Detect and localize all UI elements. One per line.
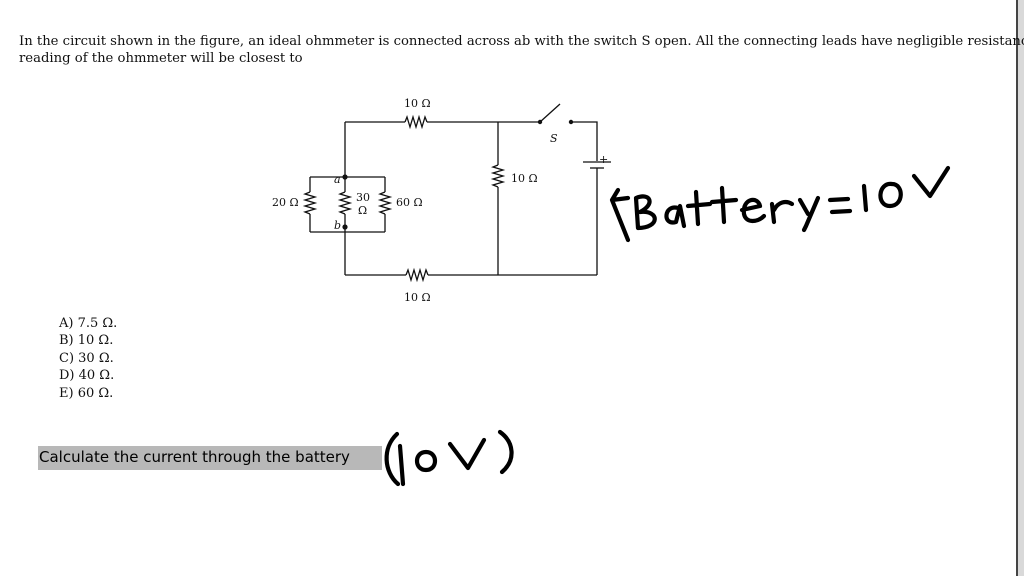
wire-switch-battery bbox=[572, 121, 598, 161]
switch-contact-right bbox=[568, 119, 574, 125]
switch-contact-left bbox=[537, 119, 543, 125]
resistor-top-10 bbox=[404, 114, 428, 130]
label-r-30-unit: Ω bbox=[358, 204, 367, 217]
label-battery-plus: + bbox=[599, 153, 608, 166]
choice-d[interactable]: D) 40 Ω. bbox=[59, 368, 115, 384]
resistor-20 bbox=[302, 191, 318, 215]
resistor-middle-10 bbox=[490, 164, 506, 188]
label-node-a: a bbox=[334, 173, 341, 186]
label-r-bottom: 10 Ω bbox=[404, 291, 431, 304]
label-r-middle: 10 Ω bbox=[511, 172, 538, 185]
question-line-1: In the circuit shown in the figure, an i… bbox=[19, 34, 1024, 49]
label-r-top: 10 Ω bbox=[404, 97, 431, 110]
prompt-text: Calculate the current through the batter… bbox=[39, 448, 350, 466]
answer-choices: A) 7.5 Ω. B) 10 Ω. C) 30 Ω. D) 40 Ω. E) … bbox=[59, 315, 117, 402]
window-edge bbox=[1018, 0, 1024, 576]
node-b-dot bbox=[342, 224, 348, 230]
choice-c[interactable]: C) 30 Ω. bbox=[59, 350, 114, 366]
prompt-highlight bbox=[38, 446, 382, 470]
question-line-2: reading of the ohmmeter will be closest … bbox=[19, 51, 303, 66]
resistor-60 bbox=[377, 191, 393, 215]
label-r-30-number: 30 bbox=[356, 191, 370, 204]
label-node-b: b bbox=[334, 219, 341, 232]
window-edge-shadow bbox=[1016, 0, 1018, 576]
label-switch-s: S bbox=[550, 132, 558, 145]
choice-a[interactable]: A) 7.5 Ω. bbox=[59, 316, 118, 331]
choice-b[interactable]: B) 10 Ω. bbox=[59, 333, 114, 349]
choice-e[interactable]: E) 60 Ω. bbox=[59, 385, 114, 401]
label-r-60: 60 Ω bbox=[396, 196, 423, 209]
question-text: In the circuit shown in the figure, an i… bbox=[19, 33, 1024, 67]
node-a-dot bbox=[342, 174, 348, 180]
label-r-left: 20 Ω bbox=[272, 196, 299, 209]
resistor-bottom-10 bbox=[405, 267, 429, 283]
switch-blade bbox=[539, 103, 561, 123]
resistor-30 bbox=[337, 191, 353, 215]
